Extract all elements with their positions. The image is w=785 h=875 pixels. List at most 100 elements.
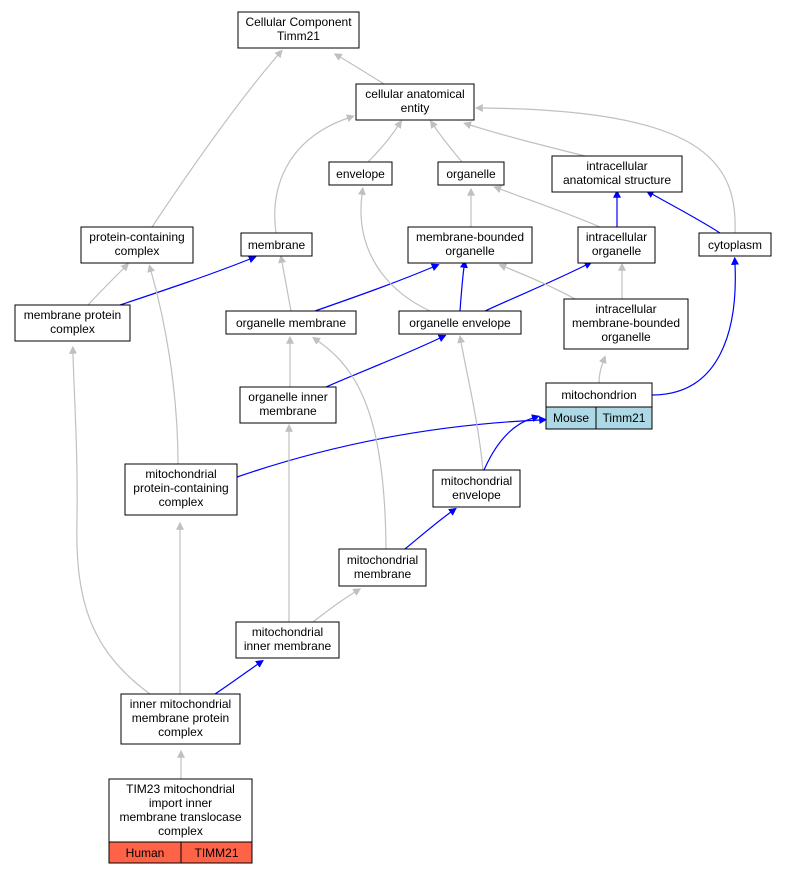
edge-envelope-to-cae xyxy=(367,120,402,163)
node-label-line: complex xyxy=(115,244,160,258)
node-label-line: mitochondrial xyxy=(441,474,512,488)
node-label-line: mitochondrion xyxy=(561,388,636,402)
node-label-line: intracellular xyxy=(586,159,647,173)
node-mitochondrial-protein-containing-complex[interactable]: mitochondrial protein-containing complex xyxy=(124,463,238,516)
node-label-line: membrane xyxy=(354,567,412,581)
edge-mpcc-to-pcc xyxy=(147,264,179,465)
node-membrane-protein-complex[interactable]: membrane protein complex xyxy=(14,304,131,342)
edge-om-to-mbo xyxy=(314,263,440,312)
edge-mito-to-imbo xyxy=(598,355,607,384)
node-label-line: mitochondrial xyxy=(252,625,323,639)
node-mitochondrial-envelope[interactable]: mitochondrial envelope xyxy=(432,469,521,508)
edge-oim-to-oe xyxy=(325,334,447,388)
node-label-line: Cellular Component xyxy=(245,15,352,29)
edge-pcc-to-root xyxy=(151,49,283,228)
node-intracellular-organelle[interactable]: intracellular organelle xyxy=(577,226,656,264)
edge-io-to-organelle xyxy=(493,185,601,228)
edge-mpc-to-membrane xyxy=(119,255,257,306)
edge-om-to-membrane xyxy=(278,254,292,312)
node-label-line: anatomical structure xyxy=(563,173,671,187)
edge-mpc-to-pcc xyxy=(87,262,130,306)
edge-mmem-to-om xyxy=(312,336,387,550)
node-label-line: organelle xyxy=(445,244,495,258)
edge-menv-to-oe xyxy=(457,334,484,471)
node-label-line: complex xyxy=(50,322,95,336)
node-intracellular-membrane-bounded-organelle[interactable]: intracellular membrane-bounded organelle xyxy=(563,298,689,350)
node-label-line: protein-containing xyxy=(133,481,228,495)
node-label-line: inner mitochondrial xyxy=(130,697,231,711)
node-organelle-envelope[interactable]: organelle envelope xyxy=(398,310,522,335)
edge-mito-to-cytoplasm xyxy=(651,256,740,396)
node-label-line: envelope xyxy=(452,488,501,502)
edge-menv-to-mito xyxy=(483,414,540,471)
node-organelle-membrane[interactable]: organelle membrane xyxy=(225,310,357,335)
edge-mim-to-mmem xyxy=(312,588,362,623)
node-inner-mitochondrial-membrane-protein-complex[interactable]: inner mitochondrial membrane protein com… xyxy=(120,693,241,745)
edge-cae-to-root xyxy=(333,53,385,85)
gene-tag-timm21 xyxy=(595,406,653,430)
node-membrane[interactable]: membrane xyxy=(240,232,313,257)
edge-organelle-to-cae xyxy=(430,120,463,163)
node-mitochondrial-membrane[interactable]: mitochondrial membrane xyxy=(338,548,427,587)
node-cellular-anatomical-entity[interactable]: cellular anatomical entity xyxy=(355,83,475,121)
edge-impc-to-mim xyxy=(214,659,264,695)
node-label-line: mitochondrial xyxy=(347,553,418,567)
mitochondrion-annotation-row: Mouse Timm21 xyxy=(545,406,653,430)
node-label-line: complex xyxy=(158,824,203,838)
node-label-line: organelle membrane xyxy=(236,316,346,330)
node-label-line: Timm21 xyxy=(277,29,320,43)
node-envelope[interactable]: envelope xyxy=(328,161,393,186)
node-label-line: membrane-bounded xyxy=(572,316,680,330)
gene-label: Timm21 xyxy=(603,411,646,425)
edge-mmem-to-menv xyxy=(404,507,457,550)
edge-cytoplasm-to-ias xyxy=(645,190,721,234)
node-intracellular-anatomical-structure[interactable]: intracellular anatomical structure xyxy=(551,155,683,193)
node-label-line: mitochondrial xyxy=(145,467,216,481)
node-protein-containing-complex[interactable]: protein-containing complex xyxy=(80,226,194,264)
edge-impc-to-mpc xyxy=(69,345,151,695)
node-organelle[interactable]: organelle xyxy=(437,161,505,186)
edge-oe-to-envelope xyxy=(357,186,431,312)
edges-layer xyxy=(69,49,740,780)
edge-membrane-to-cae xyxy=(274,114,355,234)
node-label-line: organelle envelope xyxy=(409,316,511,330)
node-label-line: organelle xyxy=(592,244,642,258)
species-label: Human xyxy=(126,846,165,860)
node-label-line: organelle xyxy=(446,167,496,181)
node-membrane-bounded-organelle[interactable]: membrane-bounded organelle xyxy=(407,226,533,264)
node-label-line: membrane translocase xyxy=(119,810,241,824)
node-label-line: complex xyxy=(159,495,204,509)
edge-ias-to-cae xyxy=(463,121,586,157)
node-cellular-component-root[interactable]: Cellular Component Timm21 xyxy=(237,11,360,49)
node-label-line: protein-containing xyxy=(89,230,184,244)
node-organelle-inner-membrane[interactable]: organelle inner membrane xyxy=(239,386,337,424)
node-label-line: membrane protein xyxy=(132,711,229,725)
node-label-line: import inner xyxy=(149,796,212,810)
node-cytoplasm[interactable]: cytoplasm xyxy=(698,232,772,257)
node-label-line: cellular anatomical xyxy=(365,87,464,101)
node-label-line: complex xyxy=(158,725,203,739)
edge-cytoplasm-to-cae xyxy=(474,104,736,234)
node-label-line: inner membrane xyxy=(244,639,332,653)
edge-imbo-to-mbo xyxy=(498,263,576,300)
edge-mpcc-to-mito xyxy=(236,416,548,478)
node-label-line: membrane xyxy=(248,238,306,252)
node-label-line: cytoplasm xyxy=(708,238,762,252)
node-label-line: membrane protein xyxy=(24,308,121,322)
node-label-line: envelope xyxy=(336,167,385,181)
tim23-annotation-row: Human TIMM21 xyxy=(108,841,253,864)
node-label-line: intracellular xyxy=(595,302,656,316)
node-label-line: membrane xyxy=(259,404,317,418)
node-label-line: membrane-bounded xyxy=(416,230,524,244)
species-label: Mouse xyxy=(553,411,589,425)
gene-tag-timm21 xyxy=(180,841,253,864)
node-label-line: TIM23 mitochondrial xyxy=(126,782,235,796)
edge-oe-to-io xyxy=(484,261,593,312)
node-label-line: organelle inner xyxy=(248,390,327,404)
node-mitochondrial-inner-membrane[interactable]: mitochondrial inner membrane xyxy=(235,621,340,659)
node-label-line: intracellular xyxy=(586,230,647,244)
node-label-line: organelle xyxy=(601,330,651,344)
edge-oe-to-mbo xyxy=(459,259,468,312)
gene-label: TIMM21 xyxy=(194,846,238,860)
